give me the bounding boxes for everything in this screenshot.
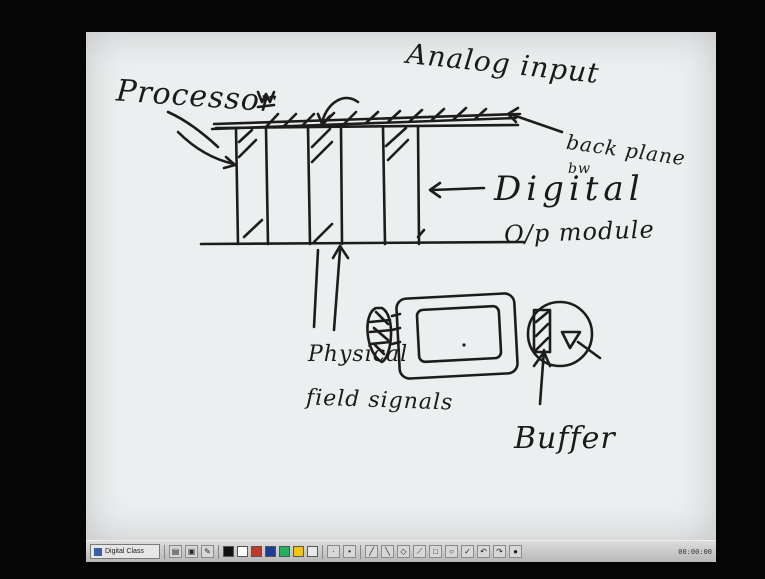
label-field-signals: field signals xyxy=(306,387,454,414)
toolbar-separator xyxy=(360,545,361,559)
save-icon[interactable]: ▣ xyxy=(185,545,198,558)
processor-arrow-shaft xyxy=(168,112,218,147)
toolbar-separator xyxy=(218,545,219,559)
line-icon[interactable]: ⟋ xyxy=(413,545,426,558)
slot-line-2 xyxy=(266,129,268,244)
open-icon[interactable]: ▤ xyxy=(169,545,182,558)
label-physical: Physical xyxy=(308,344,408,366)
rail-bottom xyxy=(201,242,524,244)
label-buffer: Buffer xyxy=(514,424,616,454)
check-icon[interactable]: ✓ xyxy=(461,545,474,558)
color-swatch-white[interactable] xyxy=(237,546,248,557)
whiteboard-canvas[interactable]: Processor Analog input back plane bw Dig… xyxy=(86,32,716,540)
slot-line-1 xyxy=(236,129,238,244)
module-box-inner xyxy=(417,306,502,362)
label-op-module: O/p module xyxy=(504,217,655,246)
color-swatch-light[interactable] xyxy=(307,546,318,557)
eraser-icon[interactable]: ◇ xyxy=(397,545,410,558)
pointer-icon[interactable]: ● xyxy=(509,545,522,558)
app-icon xyxy=(94,548,102,556)
module-dot xyxy=(462,343,465,346)
slot-line-3 xyxy=(308,128,310,244)
thick-dot-icon[interactable]: • xyxy=(343,545,356,558)
label-digital: Digital xyxy=(494,172,645,206)
color-swatch-green[interactable] xyxy=(279,546,290,557)
rectangle-icon[interactable]: □ xyxy=(429,545,442,558)
backplane-arrow xyxy=(510,114,562,132)
pen-icon[interactable]: ╱ xyxy=(365,545,378,558)
app-taskbar-label: Digital Class xyxy=(105,548,144,555)
toolbar-separator xyxy=(164,545,165,559)
digital-arrow xyxy=(432,188,484,190)
color-swatch-yellow[interactable] xyxy=(293,546,304,557)
undo-icon[interactable]: ↶ xyxy=(477,545,490,558)
marker-icon[interactable]: ╲ xyxy=(381,545,394,558)
rail-top xyxy=(216,125,518,128)
color-swatch-red[interactable] xyxy=(251,546,262,557)
pen-tool-icon[interactable]: ✎ xyxy=(201,545,214,558)
slot-line-4 xyxy=(341,127,342,244)
app-taskbar-button[interactable]: Digital Class xyxy=(90,544,160,559)
ellipse-icon[interactable]: ○ xyxy=(445,545,458,558)
thin-dot-icon[interactable]: · xyxy=(327,545,340,558)
clock: 00:00:00 xyxy=(678,548,712,556)
slot-line-5 xyxy=(383,127,385,244)
redo-icon[interactable]: ↷ xyxy=(493,545,506,558)
toolbar-separator xyxy=(322,545,323,559)
field-arrow-1 xyxy=(314,250,318,327)
annotation-toolbar: Digital Class ▤ ▣ ✎ · • ╱ ╲ ◇ ⟋ □ ○ ✓ ↶ … xyxy=(86,540,716,562)
buffer-triangle xyxy=(562,332,580,348)
field-arrow-2 xyxy=(334,250,340,330)
slot-line-6 xyxy=(418,126,419,244)
color-swatch-blue[interactable] xyxy=(265,546,276,557)
buffer-hatch xyxy=(536,312,548,350)
color-swatch-black[interactable] xyxy=(223,546,234,557)
